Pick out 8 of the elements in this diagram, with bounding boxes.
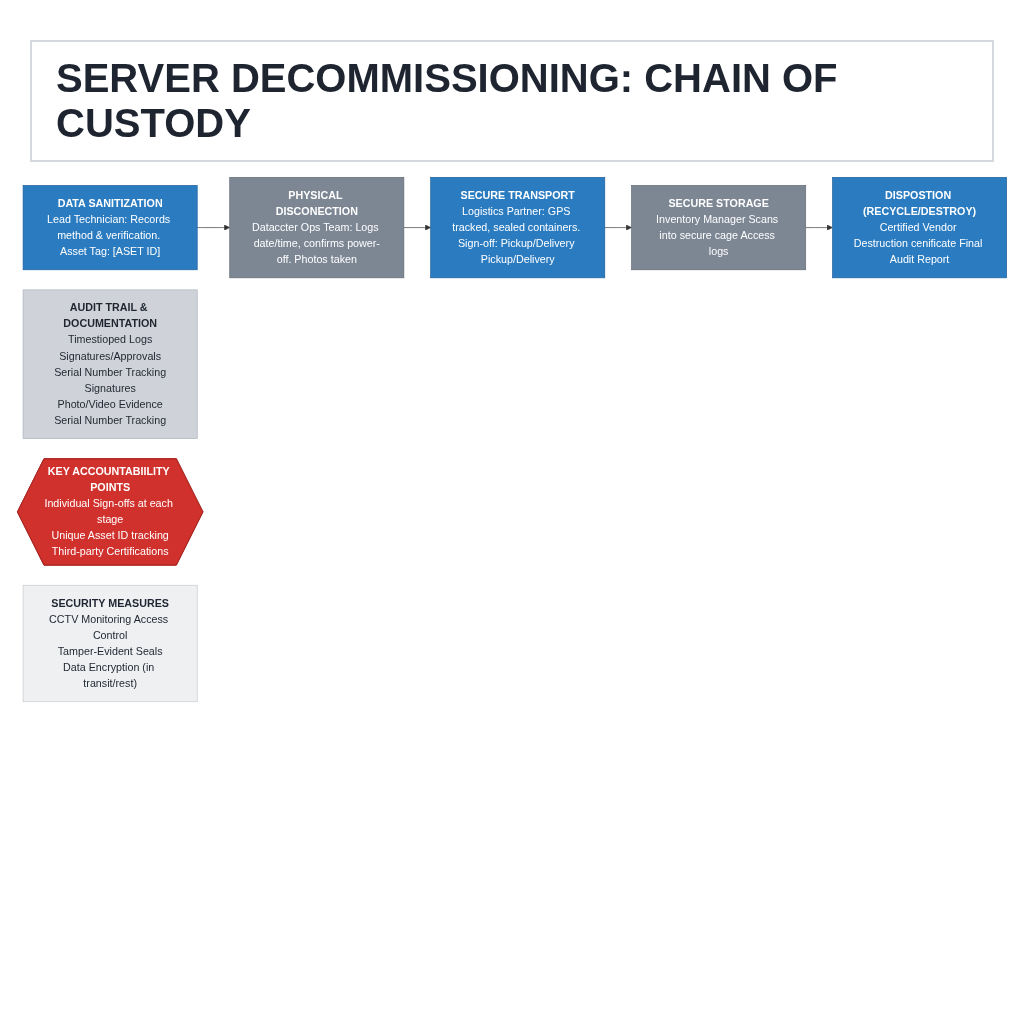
node-box: DATA SANITIZATION Lead Technician: Records method & verification. Asset Tag: [ASET ID] — [22, 185, 198, 271]
node-box: AUDIT TRAIL & DOCUMENTATION Timestioped Logs Signatures/Approvals Serial Number Tracking Signatures Photo/Video Evidence Serial Number Tracking — [22, 289, 198, 439]
node-box: SECURE TRANSPORT Logistics Partner: GPS tracked, sealed containers. Sign-off: Pickup/Delivery Pickup/Delivery — [430, 177, 606, 279]
node-box: PHYSICAL DISCONECTION Dataccter Ops Team: Logs date/time, confirms power-off. Photos taken — [229, 177, 405, 279]
title: SERVER DECOMMISSIONING: CHAIN OF CUSTODY — [30, 40, 994, 162]
node-box: SECURE STORAGE Inventory Manager Scans into secure cage Access logs — [631, 185, 807, 271]
node-box: DISPOSTION (RECYCLE/DESTROY) Certified Vendor Destruction cenificate Final Audit Report — [832, 177, 1007, 279]
node-box: SECURITY MEASURES CCTV Monitoring Access Control Tamper-Evident Seals Data Encryption (in transit/rest) — [22, 584, 198, 703]
